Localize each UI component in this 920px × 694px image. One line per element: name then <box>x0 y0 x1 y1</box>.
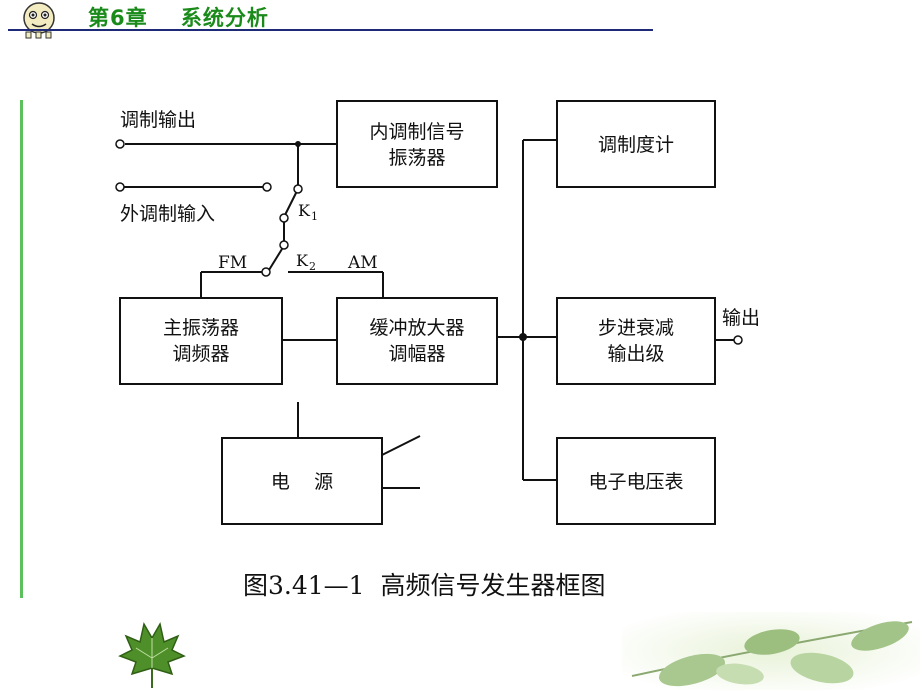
ext-mod-input-terminal-left <box>115 182 125 192</box>
block-attenuator: 步进衰减 输出级 <box>556 297 716 385</box>
maple-leaf-icon <box>112 618 192 690</box>
fm-label: FM <box>218 253 247 273</box>
k1-contact-bottom <box>279 213 289 223</box>
mascot-icon <box>6 0 72 40</box>
block-main-osc: 主振荡器 调频器 <box>119 297 283 385</box>
block-main-osc-line2: 调频器 <box>172 343 229 365</box>
mod-output-terminal <box>115 139 125 149</box>
mod-output-label: 调制输出 <box>120 109 196 131</box>
am-label: AM <box>347 253 378 273</box>
block-mod-meter-line1: 调制度计 <box>598 134 674 156</box>
block-internal-osc-line2: 振荡器 <box>388 147 445 169</box>
output-label: 输出 <box>722 307 760 329</box>
header-rule <box>8 29 653 31</box>
ext-mod-input-label: 外调制输入 <box>120 203 215 225</box>
block-power: 电 源 <box>221 437 383 525</box>
k2-contact-fm <box>261 267 271 277</box>
block-internal-osc: 内调制信号 振荡器 <box>336 100 498 188</box>
k2-blade <box>268 248 283 271</box>
k1-contact-top <box>293 184 303 194</box>
block-buffer-amp: 缓冲放大器 调幅器 <box>336 297 498 385</box>
k1-label: K <box>298 201 311 220</box>
block-voltmeter: 电子电压表 <box>556 437 716 525</box>
junction-k1 <box>295 141 301 147</box>
power-diag-arrow <box>381 435 421 456</box>
block-buffer-amp-line1: 缓冲放大器 <box>369 317 464 339</box>
block-internal-osc-line1: 内调制信号 <box>369 121 464 143</box>
block-main-osc-line1: 主振荡器 <box>163 317 239 339</box>
k1-blade <box>284 192 297 216</box>
block-voltmeter-line1: 电子电压表 <box>588 471 683 493</box>
block-attenuator-line2: 输出级 <box>607 343 664 365</box>
block-attenuator-line1: 步进衰减 <box>598 317 674 339</box>
k1-subscript: 1 <box>311 210 318 223</box>
chapter-title: 第6章 系统分析 <box>88 6 269 30</box>
block-mod-meter: 调制度计 <box>556 100 716 188</box>
k2-contact-top <box>279 240 289 250</box>
output-terminal <box>733 335 743 345</box>
block-power-line1: 电 源 <box>271 471 333 493</box>
figure-caption: 图3.41—1 高频信号发生器框图 <box>243 571 606 600</box>
leaf-branch-icon <box>622 612 920 690</box>
ext-mod-input-terminal-right <box>262 182 272 192</box>
block-buffer-amp-line2: 调幅器 <box>388 343 445 365</box>
k2-label: K <box>296 251 309 270</box>
k2-subscript: 2 <box>309 260 316 273</box>
accent-bar <box>20 100 23 598</box>
